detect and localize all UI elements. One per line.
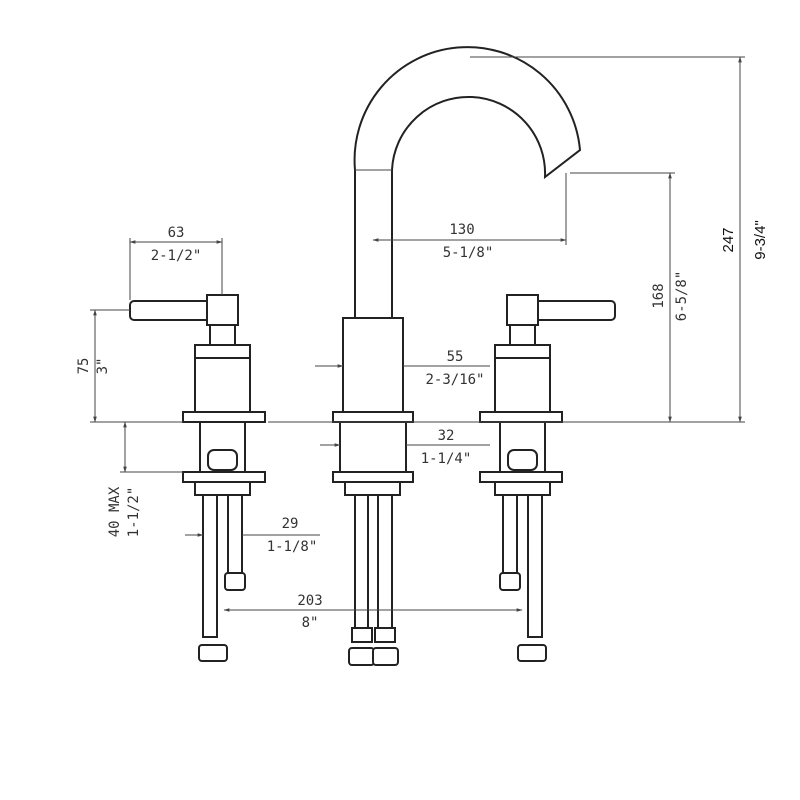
spread-in: 8": [302, 615, 319, 631]
max-deck-mm: 40 MAX: [107, 486, 123, 537]
body-diameter-in: 2-3/16": [425, 372, 484, 388]
handle-height-mm: 75: [76, 358, 92, 375]
total-height-in: 9-3/4": [752, 220, 769, 260]
left-handle: [129, 294, 266, 662]
handle-height-in: 3": [95, 358, 111, 375]
spread-mm: 203: [297, 593, 322, 609]
shank-diameter-in: 1-1/4": [421, 451, 472, 467]
hole-diameter-mm: 29: [282, 516, 299, 532]
shank-diameter-mm: 32: [438, 428, 455, 444]
spout-reach-mm: 130: [449, 222, 474, 238]
total-height-mm: 247: [720, 227, 737, 252]
dimension-lines: [90, 56, 745, 612]
right-handle: [479, 294, 616, 662]
body-diameter-mm: 55: [447, 349, 464, 365]
handle-width-mm: 63: [168, 225, 185, 241]
spout-height-mm: 168: [651, 283, 667, 308]
hole-diameter-in: 1-1/8": [267, 539, 318, 555]
spout-reach-in: 5-1/8": [443, 245, 494, 261]
max-deck-in: 1-1/2": [126, 487, 142, 538]
spout-height-in: 6-5/8": [674, 271, 690, 322]
handle-width-in: 2-1/2": [151, 248, 202, 264]
